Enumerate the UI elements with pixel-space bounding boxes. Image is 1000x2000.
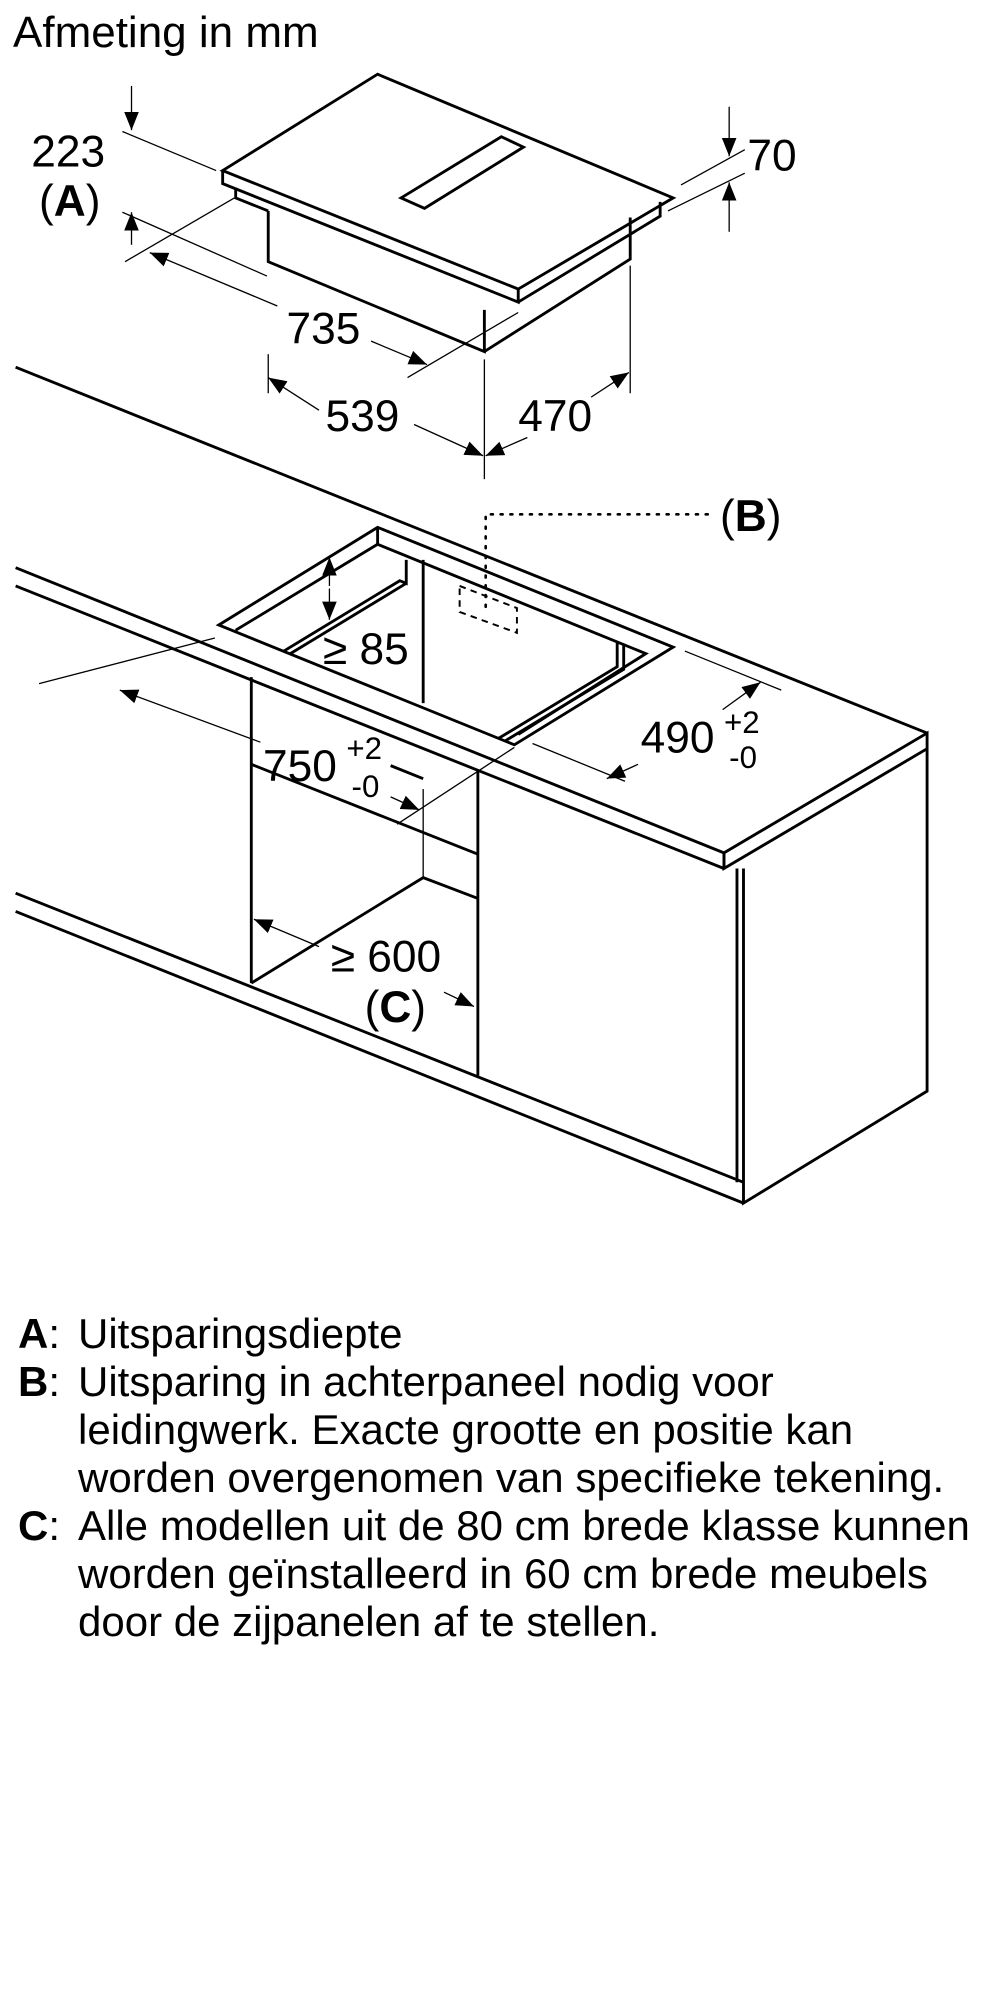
dimension-label-750: 750 xyxy=(263,742,337,791)
legend-text: Alle modellen uit de 80 cm brede klasse … xyxy=(78,1502,970,1645)
legend: A: Uitsparingsdiepte B: Uitsparing in ac… xyxy=(18,1310,978,1646)
dimension-label-223: 223 xyxy=(31,128,105,177)
dimension-label-85: ≥ 85 xyxy=(323,625,409,674)
reference-label-b: (B) xyxy=(720,492,781,541)
back-panel-opening-icon xyxy=(458,584,518,635)
dimension-label-735: 735 xyxy=(286,305,360,354)
dimension-490: 490 +2 -0 xyxy=(532,650,782,782)
dimension-min-600: ≥ 600 (C) xyxy=(253,918,475,1032)
legend-item-a: A: Uitsparingsdiepte xyxy=(18,1310,978,1358)
dimension-label-490: 490 xyxy=(641,714,715,763)
legend-item-c: C: Alle modellen uit de 80 cm brede klas… xyxy=(18,1502,978,1646)
legend-key: B xyxy=(18,1358,49,1405)
dimension-750: 750 +2 -0 xyxy=(38,637,515,825)
worktop-cutout: (B) xyxy=(215,492,782,747)
vent-slot-icon xyxy=(397,135,527,210)
legend-key: A xyxy=(18,1310,49,1357)
dimension-70: 70 xyxy=(667,106,797,232)
dimension-label-70: 70 xyxy=(747,132,796,181)
dimension-min-85: ≥ 85 xyxy=(322,557,409,674)
dimension-223: 223 (A) xyxy=(31,85,268,277)
hob-appliance xyxy=(219,72,677,354)
legend-text: Uitsparing in achterpaneel nodig voor le… xyxy=(78,1358,945,1501)
legend-text: Uitsparingsdiepte xyxy=(78,1310,403,1357)
dimension-735: 735 xyxy=(124,197,519,379)
reference-label-c: (C) xyxy=(365,983,426,1032)
legend-item-b: B: Uitsparing in achterpaneel nodig voor… xyxy=(18,1358,978,1502)
tolerance-plus-490: +2 xyxy=(724,705,760,740)
legend-key: C xyxy=(18,1502,49,1549)
dimension-label-600: ≥ 600 xyxy=(331,932,441,981)
worktop-cabinet xyxy=(15,365,929,1206)
reference-label-a: (A) xyxy=(39,177,100,226)
dimension-label-470: 470 xyxy=(518,392,592,441)
tolerance-minus-490: -0 xyxy=(729,740,757,775)
dimension-label-539: 539 xyxy=(326,392,400,441)
tolerance-plus-750: +2 xyxy=(346,731,382,766)
tolerance-minus-750: -0 xyxy=(352,769,380,804)
page-title: Afmeting in mm xyxy=(13,8,319,57)
dimension-539-470: 539 470 xyxy=(267,265,631,480)
